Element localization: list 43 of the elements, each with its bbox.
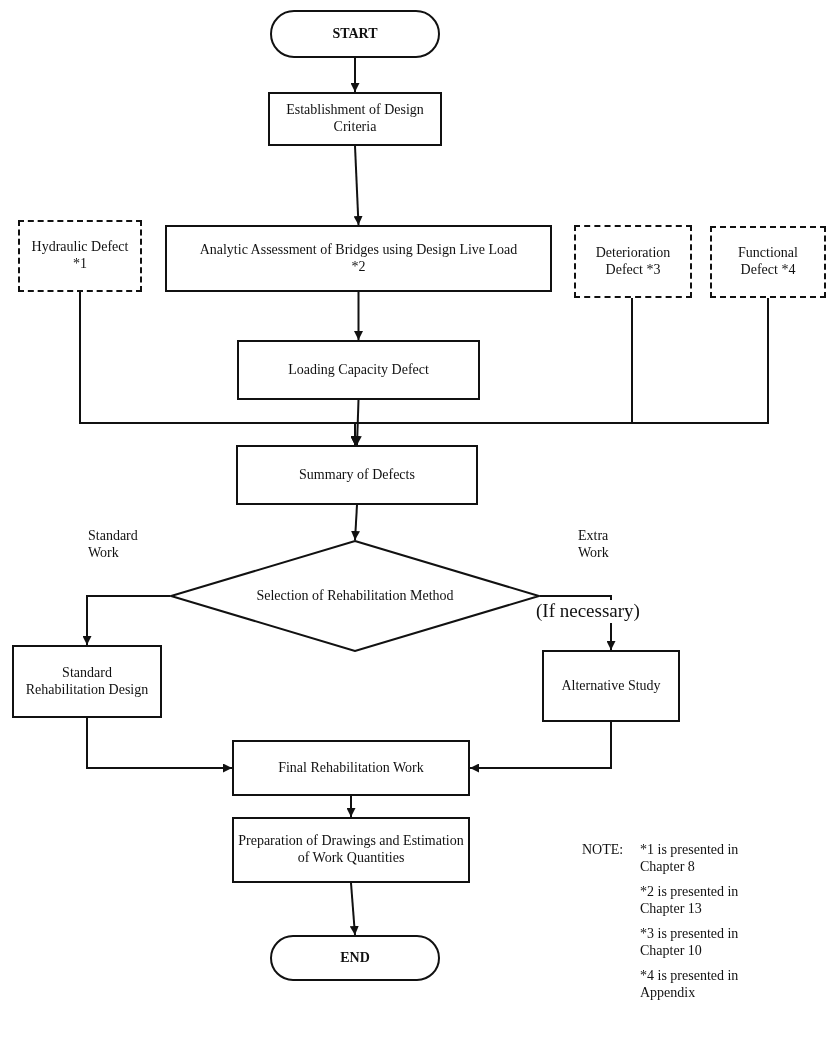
node-text: Loading Capacity Defect [288,361,429,379]
process-box [268,92,442,146]
footnote: *3 is presented in Chapter 10 [640,926,740,960]
node-text: Selection of Rehabilitation Method [256,587,454,605]
node-text: Hydraulic Defect *1 [30,239,130,273]
arrow [86,717,233,773]
node-text: Summary of Defects [299,466,415,484]
node-text: Preparation of Drawings and Estimation of Work Quantities [238,833,464,867]
node-text: Final Rehabilitation Work [278,759,424,777]
arrow [350,57,360,93]
footnote: *4 is presented in Appendix [640,968,740,1002]
arrow [350,297,769,446]
node-text: Analytic Assessment of Bridges using Design Live Load *2 [198,241,519,276]
arrow [349,882,359,936]
process-box [236,445,478,505]
node-text: Establishment of Design Criteria [285,102,425,136]
process-box [237,340,480,400]
footnote: *2 is presented in Chapter 13 [640,884,740,918]
note-heading: NOTE: [582,842,625,859]
dashed-input-box [574,225,692,298]
terminal-pill [270,935,440,981]
process-box [542,650,680,722]
arrow [82,595,171,646]
arrow [351,504,360,541]
process-box [232,740,470,796]
arrow [346,795,356,818]
dashed-input-box [710,226,826,298]
dashed-input-box [18,220,142,292]
process-box [165,225,552,292]
footnote: *1 is presented in Chapter 8 [640,842,740,876]
node-text: END [340,949,370,967]
node-text: START [332,25,378,43]
node-text: Functional Defect *4 [737,245,799,279]
arrow [353,145,363,226]
process-box [232,817,470,883]
node-text: Alternative Study [561,677,661,695]
node-text: Deterioration Defect *3 [594,244,672,279]
node-text: Standard Rehabilitation Design [24,664,150,699]
process-box [12,645,162,718]
arrow [354,291,363,341]
arrow [469,721,612,773]
condition-note: (If necessary) [536,600,640,623]
terminal-pill [270,10,440,58]
